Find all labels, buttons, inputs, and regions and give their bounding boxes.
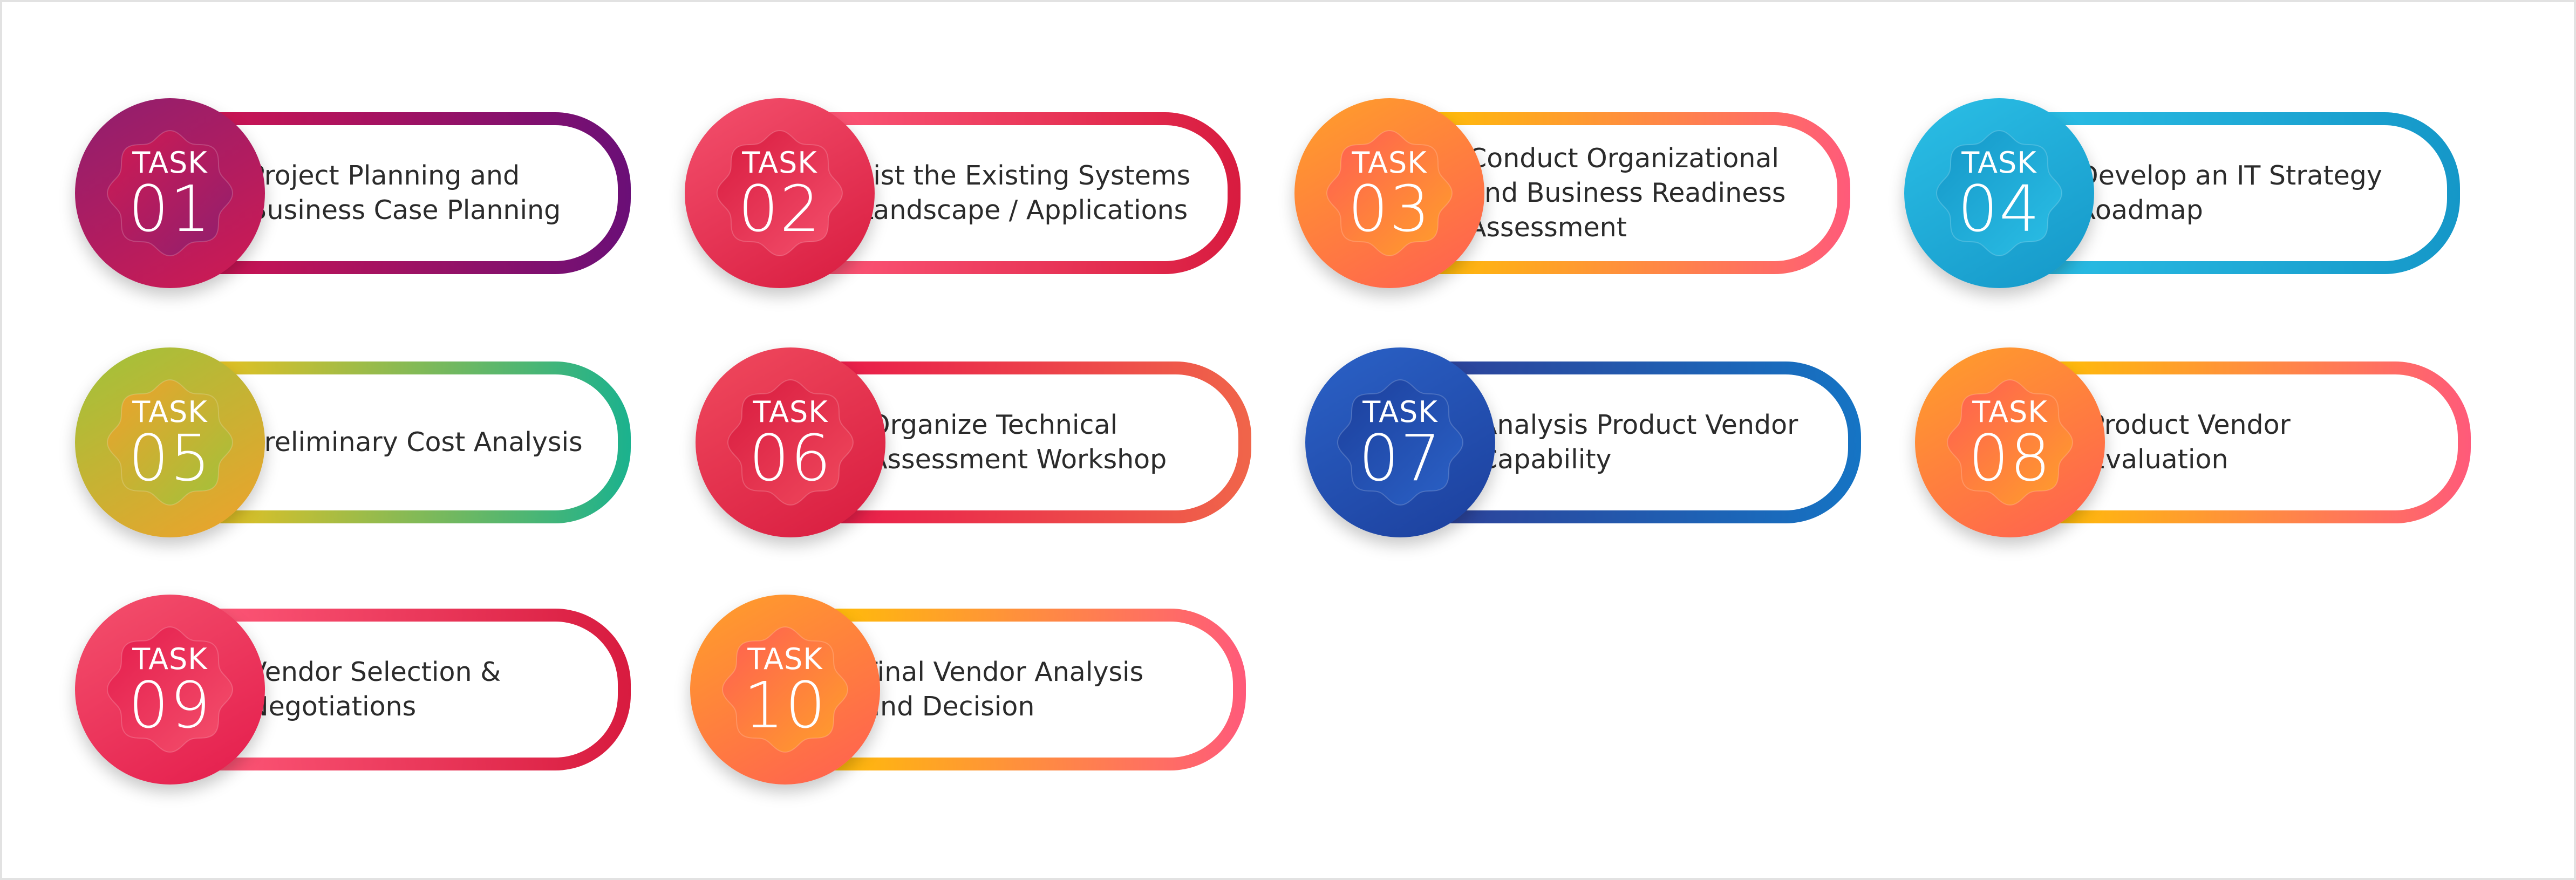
task-text-08: Product Vendor Evaluation: [2089, 410, 2291, 475]
task-text-07: Analysis Product Vendor Capability: [1479, 410, 1798, 475]
task-number-10: 10: [743, 668, 827, 742]
task-text-04: Develop an IT Strategy Roadmap: [2078, 160, 2382, 226]
task-keyword-02: TASK: [742, 146, 817, 180]
task-badge-07: TASK 07: [1305, 347, 1495, 537]
task-text-01: Project Planning and Business Case Plann…: [249, 160, 561, 226]
task-tab-09: [183, 609, 631, 770]
task-badge-06: TASK 06: [696, 347, 885, 537]
task-keyword-04: TASK: [1961, 146, 2037, 180]
task-label-04: Develop an IT Strategy Roadmap: [2078, 112, 2445, 274]
task-tab-04: [2012, 112, 2460, 274]
task-card-07: Analysis Product Vendor Capability TASK …: [1305, 347, 1893, 542]
task-number-09: 09: [128, 668, 212, 742]
flower-icon: [1326, 129, 1453, 257]
task-keyword-09: TASK: [132, 642, 208, 676]
task-card-09: Vendor Selection & Negotiations TASK 09: [75, 595, 663, 789]
task-label-05: Preliminary Cost Analysis: [249, 361, 616, 523]
task-number-04: 04: [1957, 172, 2041, 246]
task-keyword-06: TASK: [753, 395, 828, 429]
task-badge-04: TASK 04: [1904, 98, 2094, 288]
task-number-03: 03: [1347, 172, 1432, 246]
task-label-02: List the Existing Systems Landscape / Ap…: [858, 112, 1225, 274]
task-badge-01: TASK 01: [75, 98, 265, 288]
task-keyword-05: TASK: [132, 395, 208, 429]
task-card-05: Preliminary Cost Analysis TASK 05: [75, 347, 663, 542]
task-card-02: List the Existing Systems Landscape / Ap…: [685, 98, 1273, 292]
flower-icon: [716, 129, 843, 257]
task-label-09: Vendor Selection & Negotiations: [249, 609, 616, 770]
task-tab-06: [803, 361, 1251, 523]
task-label-07: Analysis Product Vendor Capability: [1479, 361, 1846, 523]
task-badge-05: TASK 05: [75, 347, 265, 537]
task-number-02: 02: [738, 172, 822, 246]
task-tab-07: [1413, 361, 1861, 523]
flower-icon: [727, 379, 854, 506]
task-number-08: 08: [1968, 421, 2052, 495]
flower-icon: [106, 129, 234, 257]
flower-icon: [721, 626, 849, 753]
task-label-03: Conduct Organizational and Business Read…: [1468, 112, 1835, 274]
task-tab-02: [793, 112, 1241, 274]
flower-icon: [1337, 379, 1464, 506]
flower-icon: [106, 626, 234, 753]
task-card-03: Conduct Organizational and Business Read…: [1294, 98, 1883, 292]
task-keyword-08: TASK: [1972, 395, 2048, 429]
task-keyword-10: TASK: [747, 642, 823, 676]
task-badge-09: TASK 09: [75, 595, 265, 785]
task-text-09: Vendor Selection & Negotiations: [249, 657, 501, 722]
task-text-10: Final Vendor Analysis and Decision: [864, 657, 1144, 722]
task-number-06: 06: [748, 421, 833, 495]
task-number-05: 05: [128, 421, 212, 495]
task-label-06: Organize Technical Assessment Workshop: [869, 361, 1236, 523]
task-text-03: Conduct Organizational and Business Read…: [1468, 143, 1786, 243]
task-number-07: 07: [1358, 421, 1442, 495]
task-tab-01: [183, 112, 631, 274]
task-card-01: Project Planning and Business Case Plann…: [75, 98, 663, 292]
task-label-08: Product Vendor Evaluation: [2089, 361, 2456, 523]
flower-icon: [1936, 129, 2063, 257]
task-text-06: Organize Technical Assessment Workshop: [869, 410, 1167, 475]
task-card-10: Final Vendor Analysis and Decision TASK …: [690, 595, 1278, 789]
task-label-01: Project Planning and Business Case Plann…: [249, 112, 616, 274]
task-tab-03: [1402, 112, 1850, 274]
task-card-08: Product Vendor Evaluation TASK 08: [1915, 347, 2503, 542]
task-tab-10: [798, 609, 1246, 770]
task-badge-08: TASK 08: [1915, 347, 2105, 537]
task-text-05: Preliminary Cost Analysis: [249, 427, 583, 458]
task-keyword-03: TASK: [1352, 146, 1427, 180]
flower-icon: [1946, 379, 2074, 506]
task-keyword-01: TASK: [132, 146, 208, 180]
task-badge-10: TASK 10: [690, 595, 880, 785]
task-number-01: 01: [128, 172, 212, 246]
task-badge-03: TASK 03: [1294, 98, 1484, 288]
task-label-10: Final Vendor Analysis and Decision: [864, 609, 1231, 770]
task-text-02: List the Existing Systems Landscape / Ap…: [858, 160, 1191, 226]
task-badge-02: TASK 02: [685, 98, 875, 288]
task-card-06: Organize Technical Assessment Workshop T…: [696, 347, 1284, 542]
task-card-04: Develop an IT Strategy Roadmap TASK 04: [1904, 98, 2492, 292]
task-tab-05: [183, 361, 631, 523]
task-keyword-07: TASK: [1362, 395, 1438, 429]
flower-icon: [106, 379, 234, 506]
